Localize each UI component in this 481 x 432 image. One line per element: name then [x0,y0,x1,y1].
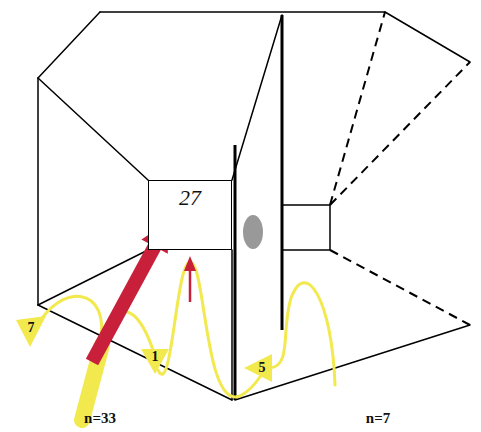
box-outline [38,12,470,400]
callout-number: 7 [28,321,35,335]
hidden-edges [330,12,470,325]
sample-size: n=7 [366,411,390,426]
grey-opening [243,215,263,249]
sample-size: n=33 [84,411,116,426]
callout-number: 5 [259,361,266,375]
number-panel: 27 [148,180,232,250]
divider-wall [235,15,282,400]
panel-number: 27 [149,181,231,209]
callout-number: 1 [152,350,159,364]
yellow-paths [36,262,335,420]
yellow-arrowheads [16,316,272,382]
